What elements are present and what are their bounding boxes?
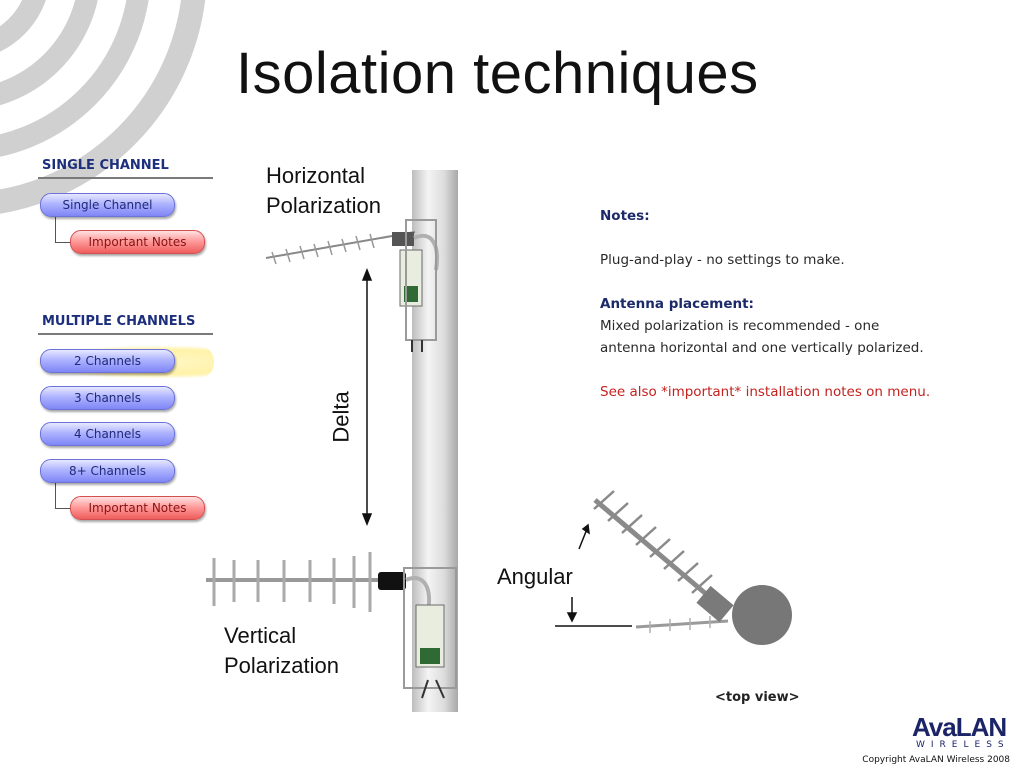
- notes-heading: Notes:: [600, 208, 650, 224]
- angular-label: Angular: [497, 564, 573, 589]
- logo-subtitle: WIRELESS: [916, 740, 1010, 750]
- notes-see-also: See also *important* installation notes …: [600, 384, 931, 400]
- horizontal-antenna: [265, 231, 416, 265]
- angled-antenna: [593, 490, 727, 612]
- menu-tree-line: [55, 481, 72, 509]
- menu-tree-line: [55, 215, 72, 243]
- avalan-logo: AvaLAN WIRELESS: [912, 712, 1012, 752]
- menu-divider: [38, 177, 213, 179]
- menu-item-2-channels[interactable]: 2 Channels: [40, 349, 175, 373]
- menu-item-4-channels[interactable]: 4 Channels: [40, 422, 175, 446]
- horizontal-polarization-label: Horizontal Polarization: [266, 163, 381, 218]
- menu-heading-multiple-channels: MULTIPLE CHANNELS: [42, 314, 196, 329]
- notes-plug-and-play: Plug-and-play - no settings to make.: [600, 252, 845, 268]
- menu-item-single-channel[interactable]: Single Channel: [40, 193, 175, 217]
- menu-heading-single-channel: SINGLE CHANNEL: [42, 158, 169, 173]
- reference-antenna: [635, 619, 729, 629]
- delta-arrow: [361, 267, 373, 527]
- pole-top-view: [732, 585, 792, 645]
- menu-item-important-notes-multiple[interactable]: Important Notes: [70, 496, 205, 520]
- notes-placement-line: antenna horizontal and one vertically po…: [600, 340, 924, 356]
- menu-divider: [38, 333, 213, 335]
- menu-item-3-channels[interactable]: 3 Channels: [40, 386, 175, 410]
- menu-item-8-plus-channels[interactable]: 8+ Channels: [40, 459, 175, 483]
- menu-item-important-notes-single[interactable]: Important Notes: [70, 230, 205, 254]
- horizontal-connector: [392, 232, 414, 246]
- top-view-label: <top view>: [715, 690, 800, 705]
- notes-panel: Notes: Plug-and-play - no settings to ma…: [600, 205, 980, 403]
- logo-wordmark: AvaLAN: [912, 712, 1007, 742]
- angular-top-view-illustration: [555, 490, 792, 645]
- vertical-polarization-label: Vertical Polarization: [224, 623, 339, 678]
- vertical-antenna: [206, 552, 457, 699]
- slide-title: Isolation techniques: [236, 41, 759, 106]
- notes-placement-heading: Antenna placement:: [600, 296, 754, 312]
- delta-label: Delta: [328, 391, 354, 443]
- notes-placement-line: Mixed polarization is recommended - one: [600, 318, 880, 334]
- copyright-text: Copyright AvaLAN Wireless 2008: [862, 755, 1010, 765]
- mast-illustration: [206, 170, 458, 712]
